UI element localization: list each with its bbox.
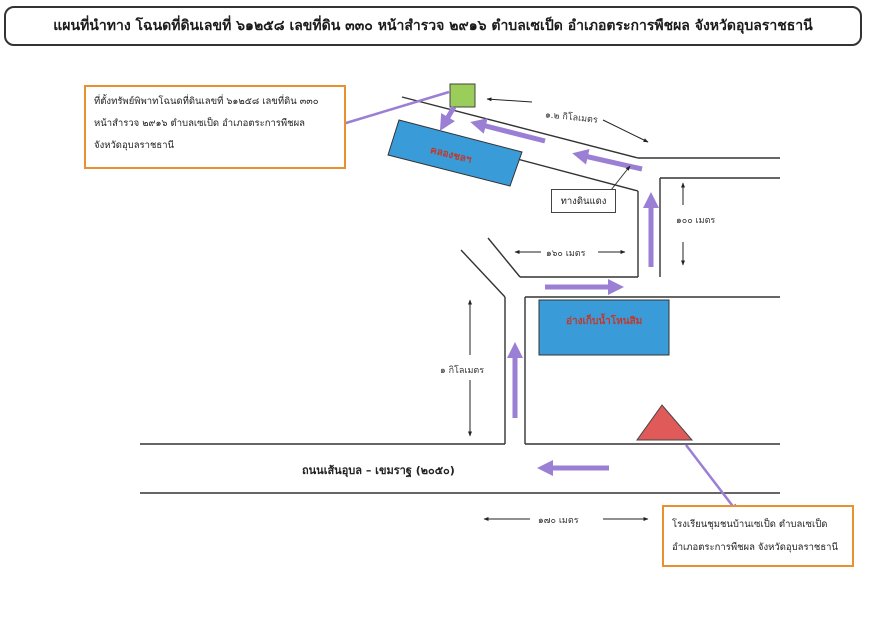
distance-top-arrow-right [602,119,649,143]
callout-pointers [332,90,738,513]
route-arrows [439,105,660,477]
diagonal-road-edge-top [401,96,639,159]
school-callout-line-2: อำเภอตระการพืชผล จังหวัดอุบลราชธานี [672,542,838,553]
school-callout-line-1: โรงเรียนชุมชนบ้านเซเป็ด ตำบลเซเป็ด [672,519,828,530]
reservoir-label: อ่างเก็บน้ำโหนสิม [566,316,643,327]
map-title-box: แผนที่นำทาง โฉนดที่ดินเลขที่ ๖๑๒๕๘ เลขที… [4,6,862,46]
school-callout: โรงเรียนชุมชนบ้านเซเป็ด ตำบลเซเป็ด อำเภอ… [662,505,854,567]
distance-left-vertical-label: ๑ กิโลเมตร [440,366,485,376]
property-callout-line-1: ที่ตั้งทรัพย์พิพาทโฉนดที่ดินเลขที่ ๖๑๒๕๘… [94,96,319,107]
property-callout: ที่ตั้งทรัพย์พิพาทโฉนดที่ดินเลขที่ ๖๑๒๕๘… [84,85,346,169]
property-callout-line-2: หน้าสำรวจ ๒๙๑๖ ตำบลเซเป็ด อำเภอตระการพืช… [94,118,305,129]
school-callout-pointer [685,444,738,513]
distance-middle-label: ๑๖๐ เมตร [546,249,586,259]
property-callout-line-3: จังหวัดอุบลราชธานี [94,140,175,151]
distance-bottom-label: ๑๗๐ เมตร [538,516,579,526]
distance-markers [468,97,685,521]
canal-block [387,119,523,187]
branch-diagonal-1 [487,237,521,278]
property-marker [449,83,476,108]
school-marker [636,404,694,441]
route-arrow-to-property [439,105,457,131]
reservoir-block [538,299,670,356]
route-arrow-diagonal-right [572,148,643,172]
map-title: แผนที่นำทาง โฉนดที่ดินเลขที่ ๖๑๒๕๘ เลขที… [53,18,813,34]
property-callout-pointer [332,90,450,129]
red-soil-road-box: ทางดินแดง [551,189,616,213]
distance-right-vertical-label: ๑๐๐ เมตร [676,213,716,227]
branch-diagonal-2 [460,249,506,298]
distance-top-arrow-left [486,97,533,103]
route-arrow-diagonal-left [470,118,546,144]
red-soil-road-label: ทางดินแดง [560,195,607,207]
highway-name: ถนนเส้นอุบล – เขมราฐ (๒๐๕๐) [302,464,455,477]
red-soil-road-pointer [610,165,631,191]
